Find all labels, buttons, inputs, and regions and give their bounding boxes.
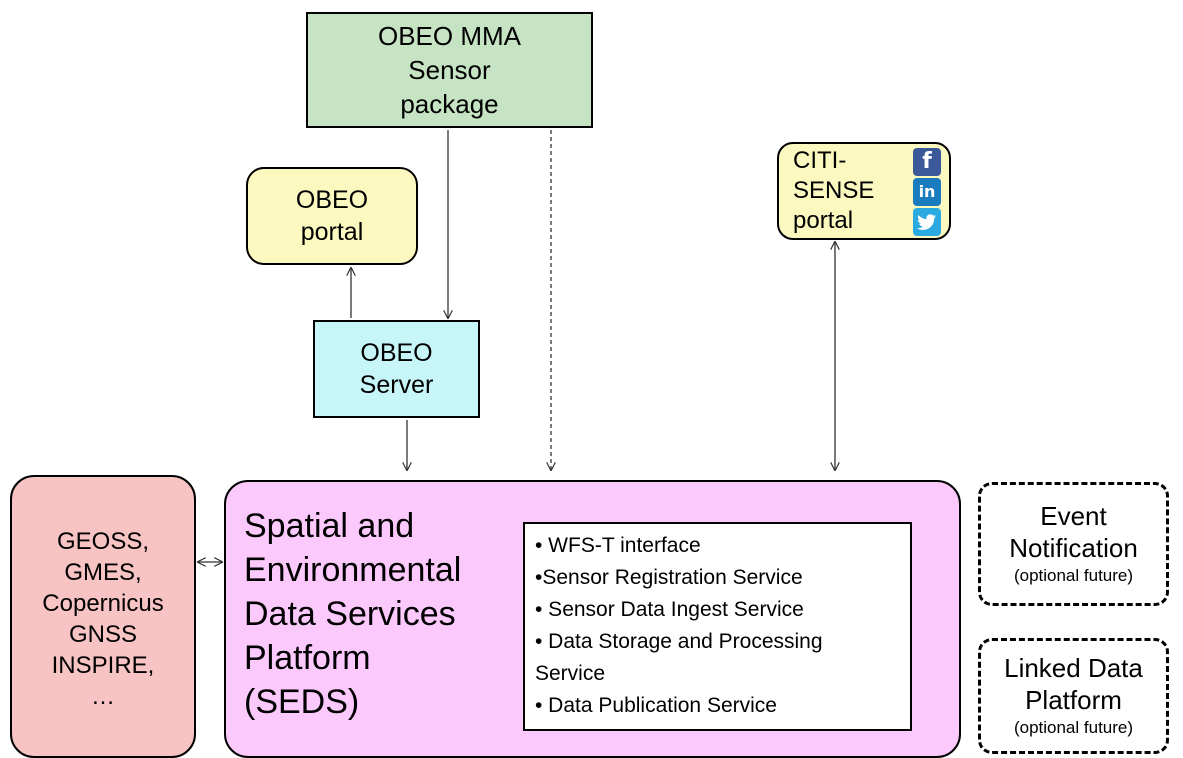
twitter-icon [913, 208, 941, 236]
sensor-package-line: Sensor [408, 55, 491, 85]
sensor-package-line: OBEO MMA [377, 21, 521, 51]
seds-title-line: Platform [244, 639, 371, 677]
service-item: •Sensor Registration Service [535, 566, 803, 589]
linked-data-line: Platform [1025, 685, 1122, 715]
linked-data-line: Linked Data [1004, 653, 1143, 683]
citisense-portal-line: SENSE [793, 177, 875, 204]
seds-title-line: Spatial and [244, 507, 415, 545]
sensor-package-line: package [400, 89, 499, 119]
service-item: Service [535, 662, 606, 685]
obeo-portal-line: OBEO [295, 186, 369, 214]
linked-data-platform-box: Linked Data Platform (optional future) [978, 638, 1169, 754]
obeo-portal-box: OBEO portal [246, 167, 418, 265]
linkedin-icon: in [913, 178, 941, 206]
service-item: • Data Storage and Processing [535, 630, 823, 653]
sensor-package-box: OBEO MMA Sensor package [306, 12, 593, 128]
service-item: • Sensor Data Ingest Service [535, 598, 804, 621]
obeo-server-box: OBEO Server [313, 320, 480, 418]
service-item: • WFS-T interface [535, 534, 701, 557]
seds-title-line: Environmental [244, 551, 462, 589]
external-system-line: GMES, [64, 558, 142, 586]
seds-title: Spatial and Environmental Data Services … [244, 504, 461, 724]
citisense-portal-line: portal [793, 207, 854, 234]
services-list: • WFS-T interface •Sensor Registration S… [523, 522, 912, 731]
citisense-portal-box: CITI- SENSE portal f in [777, 142, 951, 240]
external-system-line: GNSS [68, 620, 137, 648]
obeo-portal-line: portal [300, 218, 364, 246]
optional-future-note: (optional future) [1013, 718, 1134, 737]
external-system-line: … [91, 682, 115, 710]
service-item: • Data Publication Service [535, 694, 777, 717]
seds-platform-box: Spatial and Environmental Data Services … [224, 480, 961, 758]
external-system-line: Copernicus [42, 589, 164, 617]
external-system-line: INSPIRE, [51, 651, 155, 679]
seds-title-line: (SEDS) [244, 683, 360, 721]
seds-title-line: Data Services [244, 595, 456, 633]
obeo-server-line: Server [359, 371, 434, 399]
optional-future-note: (optional future) [1013, 566, 1134, 585]
external-system-line: GEOSS, [56, 527, 150, 555]
event-notification-box: Event Notification (optional future) [978, 482, 1169, 606]
event-notification-line: Event [1040, 501, 1107, 531]
facebook-icon: f [913, 148, 941, 176]
event-notification-line: Notification [1009, 533, 1138, 563]
citisense-portal-line: CITI- [793, 147, 847, 174]
external-systems-box: GEOSS, GMES, Copernicus GNSS INSPIRE, … [10, 475, 196, 758]
obeo-server-line: OBEO [360, 339, 433, 367]
